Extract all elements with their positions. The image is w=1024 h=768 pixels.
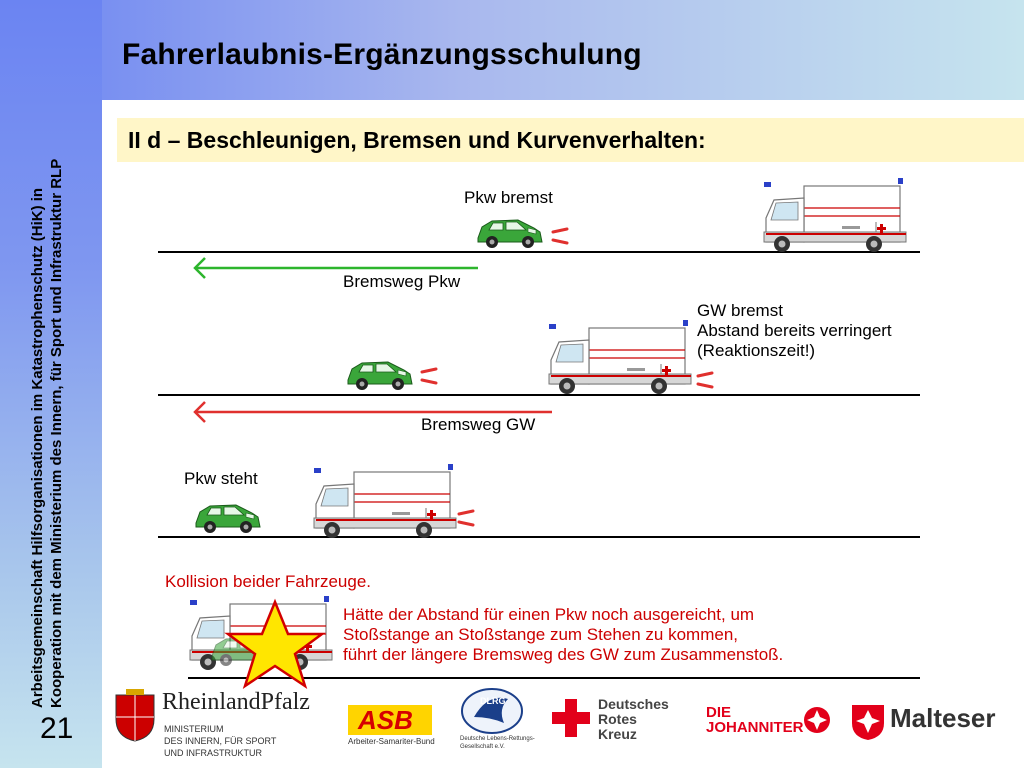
sidebar-background: [0, 0, 102, 768]
header-background: [0, 0, 1024, 100]
page-title: Fahrerlaubnis-Ergänzungsschulung: [122, 38, 642, 71]
collision-explanation-line1: Hätte der Abstand für einen Pkw noch aus…: [343, 605, 755, 624]
collision-star-icon: [224, 598, 326, 690]
svg-text:DLRG: DLRG: [480, 696, 506, 706]
arrowhead-green-icon: [193, 257, 206, 279]
asb-caption: Arbeiter-Samariter-Bund: [348, 737, 435, 746]
brake-marks-icon: [551, 227, 569, 245]
section-subtitle: II d – Beschleunigen, Bremsen und Kurven…: [128, 127, 706, 153]
ministry-line3: UND INFRASTRUKTUR: [164, 748, 262, 758]
ambulance-van-icon: [313, 463, 457, 539]
collision-explanation-line2: Stoßstange an Stoßstange zum Stehen zu k…: [343, 625, 738, 644]
brake-marks-icon: [457, 509, 475, 527]
brake-marks-icon: [696, 371, 714, 389]
collision-explanation: Hätte der Abstand für einen Pkw noch aus…: [343, 605, 783, 665]
car-icon: [347, 361, 413, 391]
asb-logo: ASB: [348, 705, 432, 735]
car-braking-icon: [477, 219, 543, 249]
label-bremsweg-pkw: Bremsweg Pkw: [343, 272, 461, 291]
johanniter-line1: DIE: [706, 704, 732, 721]
subtitle-bar: [117, 118, 1024, 162]
ambulance-van-icon: [763, 177, 907, 253]
label-gw-bremst-line3: (Reaktionszeit!): [697, 341, 816, 360]
dlrg-caption-line2: Gesellschaft e.V.: [460, 744, 505, 750]
malteser-shield-icon: [852, 705, 884, 740]
johanniter-line2: JOHANNITER: [706, 719, 804, 736]
ambulance-van-icon: [548, 319, 692, 395]
drk-line2: Rotes: [598, 711, 637, 727]
dlrg-caption: Deutsche Lebens-Rettungs- Gesellschaft e…: [460, 735, 535, 751]
label-pkw-steht: Pkw steht: [184, 469, 258, 488]
johanniter-cross-icon: [804, 707, 830, 733]
rlp-wordmark: RheinlandPfalz: [162, 689, 310, 715]
rlp-coat-of-arms-icon: [115, 689, 155, 742]
slide-number: 21: [40, 712, 74, 745]
label-gw-bremst: GW bremst Abstand bereits verringert (Re…: [697, 301, 892, 361]
collision-explanation-line3: führt der längere Bremsweg des GW zum Zu…: [343, 645, 784, 664]
ministry-line1: MINISTERIUM: [164, 724, 224, 734]
red-cross-icon: [552, 699, 590, 737]
label-kollision: Kollision beider Fahrzeuge.: [165, 572, 372, 591]
sponsor-logos: RheinlandPfalz MINISTERIUM DES INNERN, F…: [108, 683, 1008, 768]
car-stopped-icon: [195, 504, 261, 534]
label-gw-bremst-line1: GW bremst: [697, 301, 783, 320]
drk-line3: Kreuz: [598, 726, 637, 742]
asb-wordmark: ASB: [358, 705, 413, 735]
ministry-caption: MINISTERIUM DES INNERN, FÜR SPORT UND IN…: [164, 723, 276, 759]
drk-line1: Deutsches: [598, 696, 669, 712]
brake-marks-icon: [420, 367, 438, 385]
arrowhead-red-icon: [193, 401, 206, 423]
ministry-line2: DES INNERN, FÜR SPORT: [164, 736, 277, 746]
johanniter-wordmark: DIE JOHANNITER: [706, 705, 804, 735]
malteser-wordmark: Malteser: [890, 703, 996, 733]
dlrg-eagle-icon: DLRG: [461, 688, 523, 734]
dlrg-caption-line1: Deutsche Lebens-Rettungs-: [460, 736, 535, 742]
label-pkw-bremst: Pkw bremst: [464, 188, 553, 207]
drk-wordmark: Deutsches Rotes Kreuz: [598, 697, 669, 742]
label-gw-bremst-line2: Abstand bereits verringert: [697, 321, 892, 340]
label-bremsweg-gw: Bremsweg GW: [421, 415, 536, 434]
